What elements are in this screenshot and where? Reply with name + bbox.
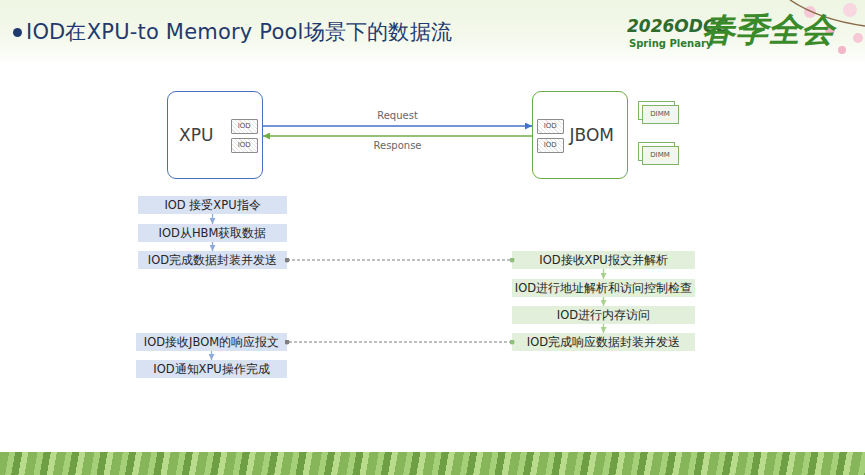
process-step: IOD通知XPU操作完成	[136, 360, 287, 378]
node-text: IOD	[544, 141, 557, 149]
blossom	[853, 33, 863, 43]
blossom	[843, 3, 857, 17]
iod-chip: IOD	[537, 119, 564, 134]
node-text: IOD 接受XPU指令	[164, 198, 260, 213]
process-step: IOD完成数据封装并发送	[138, 251, 287, 269]
logo-subtitle: Spring Plenary	[629, 38, 712, 49]
process-step: IOD进行内存访问	[512, 306, 695, 324]
node-text: XPU	[179, 125, 213, 145]
node-text: IOD完成响应数据封装并发送	[527, 335, 680, 350]
process-step: IOD接收JBOM的响应报文	[136, 333, 287, 351]
node-text: DIMM	[642, 146, 678, 164]
iod-chip: IOD	[231, 138, 258, 153]
device-box: XPU IOD IOD	[167, 91, 263, 179]
dimm-module: DIMM	[638, 142, 682, 168]
node-text: JBOM	[570, 125, 614, 145]
node-text: IOD接收XPU报文并解析	[539, 253, 668, 268]
process-step: IOD从HBM获取数据	[138, 224, 287, 242]
dimm-front	[643, 106, 679, 124]
iod-chip: IOD	[537, 138, 564, 153]
node-text: IOD通知XPU操作完成	[153, 362, 270, 377]
node-text: IOD	[238, 122, 251, 130]
flow-arrow	[212, 214, 213, 224]
logo-wordmark: 春季全会	[702, 8, 834, 53]
process-step: IOD完成响应数据封装并发送	[512, 333, 695, 351]
device-box: JBOM IOD IOD	[532, 91, 628, 179]
node-text: IOD	[238, 141, 251, 149]
node-text: IOD从HBM获取数据	[159, 226, 267, 241]
slide-title: IOD在XPU-to Memory Pool场景下的数据流	[26, 18, 452, 46]
process-step: IOD进行地址解析和访问控制检查	[512, 279, 695, 297]
dimm-module: DIMM	[638, 101, 682, 127]
dimm-front	[643, 147, 679, 165]
blossom	[838, 46, 846, 54]
edge-label: Request	[377, 110, 418, 121]
node-text: IOD进行地址解析和访问控制检查	[515, 281, 692, 296]
node-text: IOD进行内存访问	[557, 308, 650, 323]
flow-arrow	[263, 135, 532, 136]
iod-chip: IOD	[231, 119, 258, 134]
flow-arrow	[211, 351, 212, 360]
title-bullet	[13, 28, 22, 37]
node-text: DIMM	[642, 105, 678, 123]
bottom-band	[0, 452, 865, 475]
flow-arrow	[263, 125, 532, 126]
flow-arrow	[212, 242, 213, 251]
flow-arrow	[603, 269, 604, 279]
dashed-link	[287, 342, 512, 343]
dashed-link	[287, 260, 512, 261]
node-text: IOD完成数据封装并发送	[148, 253, 277, 268]
process-step: IOD接收XPU报文并解析	[512, 251, 695, 269]
edge-label: Response	[373, 140, 421, 151]
node-text: IOD接收JBOM的响应报文	[144, 335, 279, 350]
node-text: IOD	[544, 122, 557, 130]
flow-arrow	[603, 297, 604, 306]
process-step: IOD 接受XPU指令	[138, 196, 287, 214]
flow-arrow	[603, 324, 604, 333]
